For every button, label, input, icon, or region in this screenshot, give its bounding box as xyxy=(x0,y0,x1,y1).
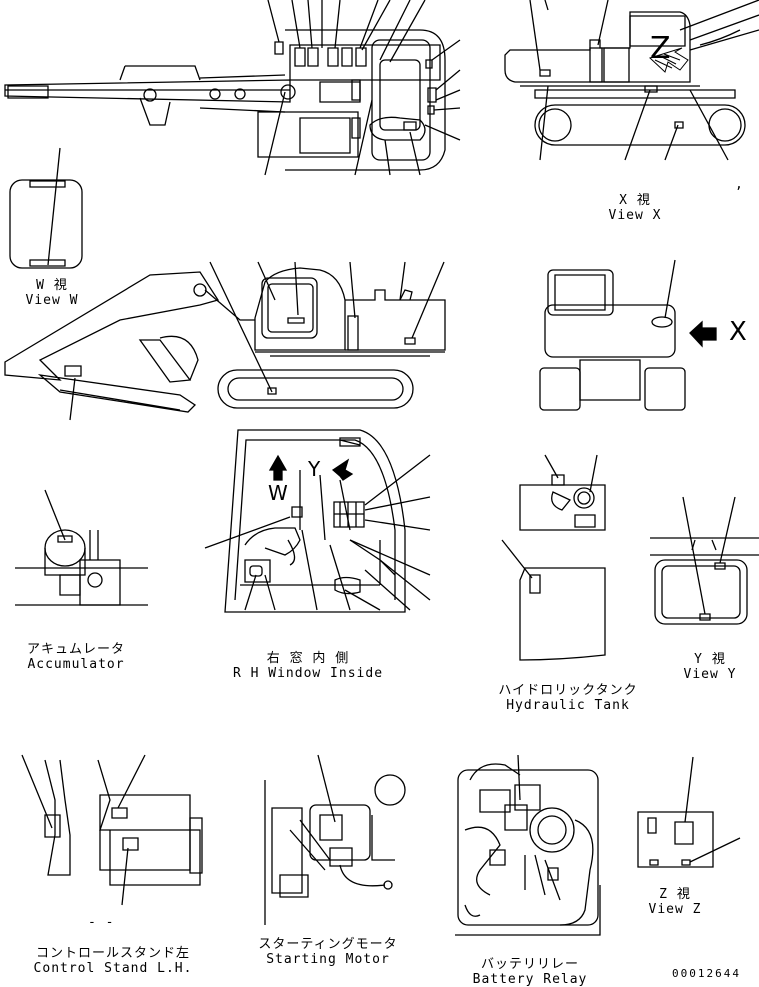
caption-view-z: Z 視 View Z xyxy=(640,887,710,917)
caption-control-stand-en: Control Stand L.H. xyxy=(33,961,193,976)
caption-rh-window: 右 窓 内 側 R H Window Inside xyxy=(228,651,388,681)
caption-rh-window-en: R H Window Inside xyxy=(232,666,384,681)
caption-hydraulic-tank-jp: ハイドロリックタンク xyxy=(498,683,638,698)
caption-view-z-en: View Z xyxy=(648,902,702,917)
caption-view-x: X 視 View X xyxy=(605,193,665,223)
rh-window-inside-drawing xyxy=(205,430,430,612)
marker-w: W xyxy=(268,481,289,505)
marker-y: Y xyxy=(308,457,322,481)
caption-hydraulic-tank-en: Hydraulic Tank xyxy=(506,698,630,713)
caption-view-y: Y 視 View Y xyxy=(675,652,745,682)
caption-view-z-jp: Z 視 xyxy=(659,887,691,902)
caption-battery-relay-jp: バッテリリレー xyxy=(480,957,579,972)
marker-x: X xyxy=(729,317,748,347)
caption-view-x-jp: X 視 xyxy=(619,193,651,208)
caption-battery-relay: バッテリリレー Battery Relay xyxy=(470,957,590,987)
accumulator-drawing xyxy=(15,490,148,605)
caption-control-stand: コントロールスタンド左 Control Stand L.H. xyxy=(28,946,198,976)
caption-accumulator-jp: アキュムレータ xyxy=(26,642,125,657)
caption-view-x-en: View X xyxy=(608,208,662,223)
starting-motor-drawing xyxy=(265,755,405,925)
rear-view xyxy=(540,260,716,410)
caption-starting-motor: スターティングモータ Starting Motor xyxy=(258,937,398,967)
caption-accumulator-en: Accumulator xyxy=(27,657,125,672)
caption-hydraulic-tank: ハイドロリックタンク Hydraulic Tank xyxy=(498,683,638,713)
caption-accumulator: アキュムレータ Accumulator xyxy=(16,642,136,672)
marker-dashes: - - xyxy=(88,915,115,930)
machine-side-view xyxy=(5,262,445,420)
view-w-drawing xyxy=(10,148,82,268)
caption-starting-motor-jp: スターティングモータ xyxy=(258,937,398,952)
drawing-number: 00012644 xyxy=(672,967,741,980)
caption-starting-motor-en: Starting Motor xyxy=(266,952,390,967)
hydraulic-tank-drawing xyxy=(502,455,759,660)
caption-view-w: W 視 View W xyxy=(17,278,87,308)
marker-z: Z xyxy=(650,31,672,66)
caption-rh-window-jp: 右 窓 内 側 xyxy=(266,651,350,666)
caption-control-stand-jp: コントロールスタンド左 xyxy=(35,946,190,961)
tick-mark: , xyxy=(735,177,743,192)
caption-view-w-jp: W 視 xyxy=(36,278,68,293)
top-plan-view xyxy=(5,0,460,175)
caption-view-w-en: View W xyxy=(25,293,79,308)
caption-battery-relay-en: Battery Relay xyxy=(472,972,588,987)
control-stand-drawing xyxy=(22,755,202,905)
view-z-drawing xyxy=(638,757,740,867)
side-view-top-right xyxy=(505,0,759,160)
caption-view-y-en: View Y xyxy=(683,667,737,682)
battery-relay-drawing xyxy=(455,755,600,935)
caption-view-y-jp: Y 視 xyxy=(694,652,726,667)
